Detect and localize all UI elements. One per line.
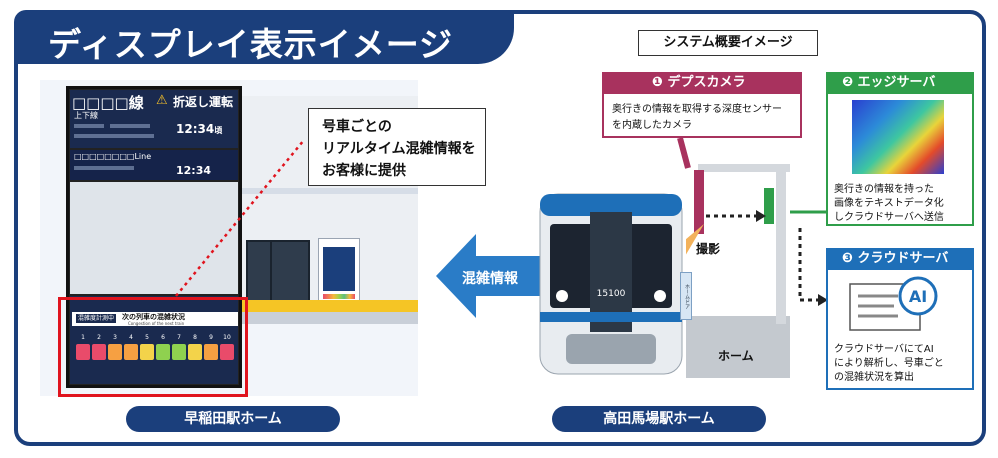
congestion-tag: 混雑度計測中 — [76, 314, 117, 323]
cloud-server-desc: クラウドサーバにてAI — [834, 344, 934, 355]
car-congestion-indicator — [172, 344, 186, 360]
title-tab — [14, 10, 514, 64]
cloud-server-desc: の混雑状況を算出 — [834, 372, 914, 383]
car-number: 5 — [145, 334, 149, 341]
info-line: リアルタイム混雑情報を — [322, 141, 476, 157]
car-congestion-indicator — [140, 344, 154, 360]
congestion-panel — [70, 296, 238, 384]
shoot-label: 撮影 — [696, 242, 721, 256]
platform-label: ホーム — [718, 349, 754, 363]
display-row-placeholder — [74, 134, 154, 138]
display-line-name: □□□□線 — [72, 94, 144, 112]
train-front: 15100 — [539, 193, 683, 375]
highlight-frame — [58, 297, 248, 397]
page-title: ディスプレイ表示イメージ — [48, 25, 454, 64]
info-callout — [308, 108, 486, 186]
congestion-info-arrow — [436, 234, 546, 322]
info-line: 号車ごとの — [322, 119, 392, 135]
car-number: 1 — [81, 334, 85, 341]
car-congestion-indicator — [92, 344, 106, 360]
display-time: 12:34頃 — [176, 122, 223, 136]
car-congestion-indicator — [220, 344, 234, 360]
ai-label: AI — [909, 287, 927, 306]
edge-server-header: ❷ エッジサーバ — [826, 72, 974, 94]
display-row-placeholder — [110, 124, 150, 128]
edge-server-desc: しクラウドサーバへ送信 — [834, 212, 944, 223]
display-direction: 上下線 — [74, 111, 98, 120]
edge-server-desc: 画像をテキストデータ化 — [834, 198, 944, 209]
platform-structure — [686, 164, 790, 378]
warning-icon: ⚠ — [156, 93, 168, 108]
depth-camera-header: ❶ デプスカメラ — [602, 72, 802, 94]
system-overview-label: システム概要イメージ — [638, 30, 818, 56]
car-number: 3 — [113, 334, 117, 341]
car-number: 8 — [193, 334, 197, 341]
cloud-server-desc: により解析し、号車ごと — [834, 358, 944, 369]
car-congestion-indicator — [76, 344, 90, 360]
car-number: 6 — [161, 334, 165, 341]
edge-server-desc: 奥行きの情報を持った — [834, 184, 934, 195]
car-congestion-indicator — [124, 344, 138, 360]
platform-display-sign — [318, 238, 360, 302]
station-label-takadanobaba: 高田馬場駅ホーム — [552, 406, 766, 432]
depth-camera-desc: 奥行きの情報を取得する深度センサー — [612, 104, 782, 115]
display-line-en: □□□□□□□□Line — [74, 152, 152, 161]
depth-heatmap-image — [852, 100, 944, 174]
platform-door-label: ホームドア — [680, 272, 692, 320]
car-number: 7 — [177, 334, 181, 341]
car-number: 2 — [97, 334, 101, 341]
car-congestion-indicator — [156, 344, 170, 360]
arrow-label: 混雑情報 — [462, 271, 518, 287]
display-row-placeholder — [74, 166, 134, 170]
car-congestion-indicator — [204, 344, 218, 360]
display-row-placeholder — [74, 124, 104, 128]
car-congestion-indicator — [188, 344, 202, 360]
depth-camera-desc: を内蔵したカメラ — [612, 120, 692, 131]
display-header — [70, 90, 238, 148]
display-status: 折返し運転 — [173, 95, 234, 109]
car-number: 9 — [209, 334, 213, 341]
info-line: お客様に提供 — [322, 163, 406, 179]
car-number: 10 — [223, 334, 231, 341]
station-label-waseda: 早稲田駅ホーム — [126, 406, 340, 432]
ai-document-icon: AI — [849, 276, 938, 331]
congestion-subtitle: Congestion of the next train — [128, 321, 185, 326]
train-number: 15100 — [597, 289, 626, 299]
cloud-server-header: ❸ クラウドサーバ — [826, 248, 974, 270]
car-number: 4 — [129, 334, 133, 341]
car-congestion-indicator — [108, 344, 122, 360]
congestion-title: 次の列車の混雑状況 — [122, 313, 185, 321]
